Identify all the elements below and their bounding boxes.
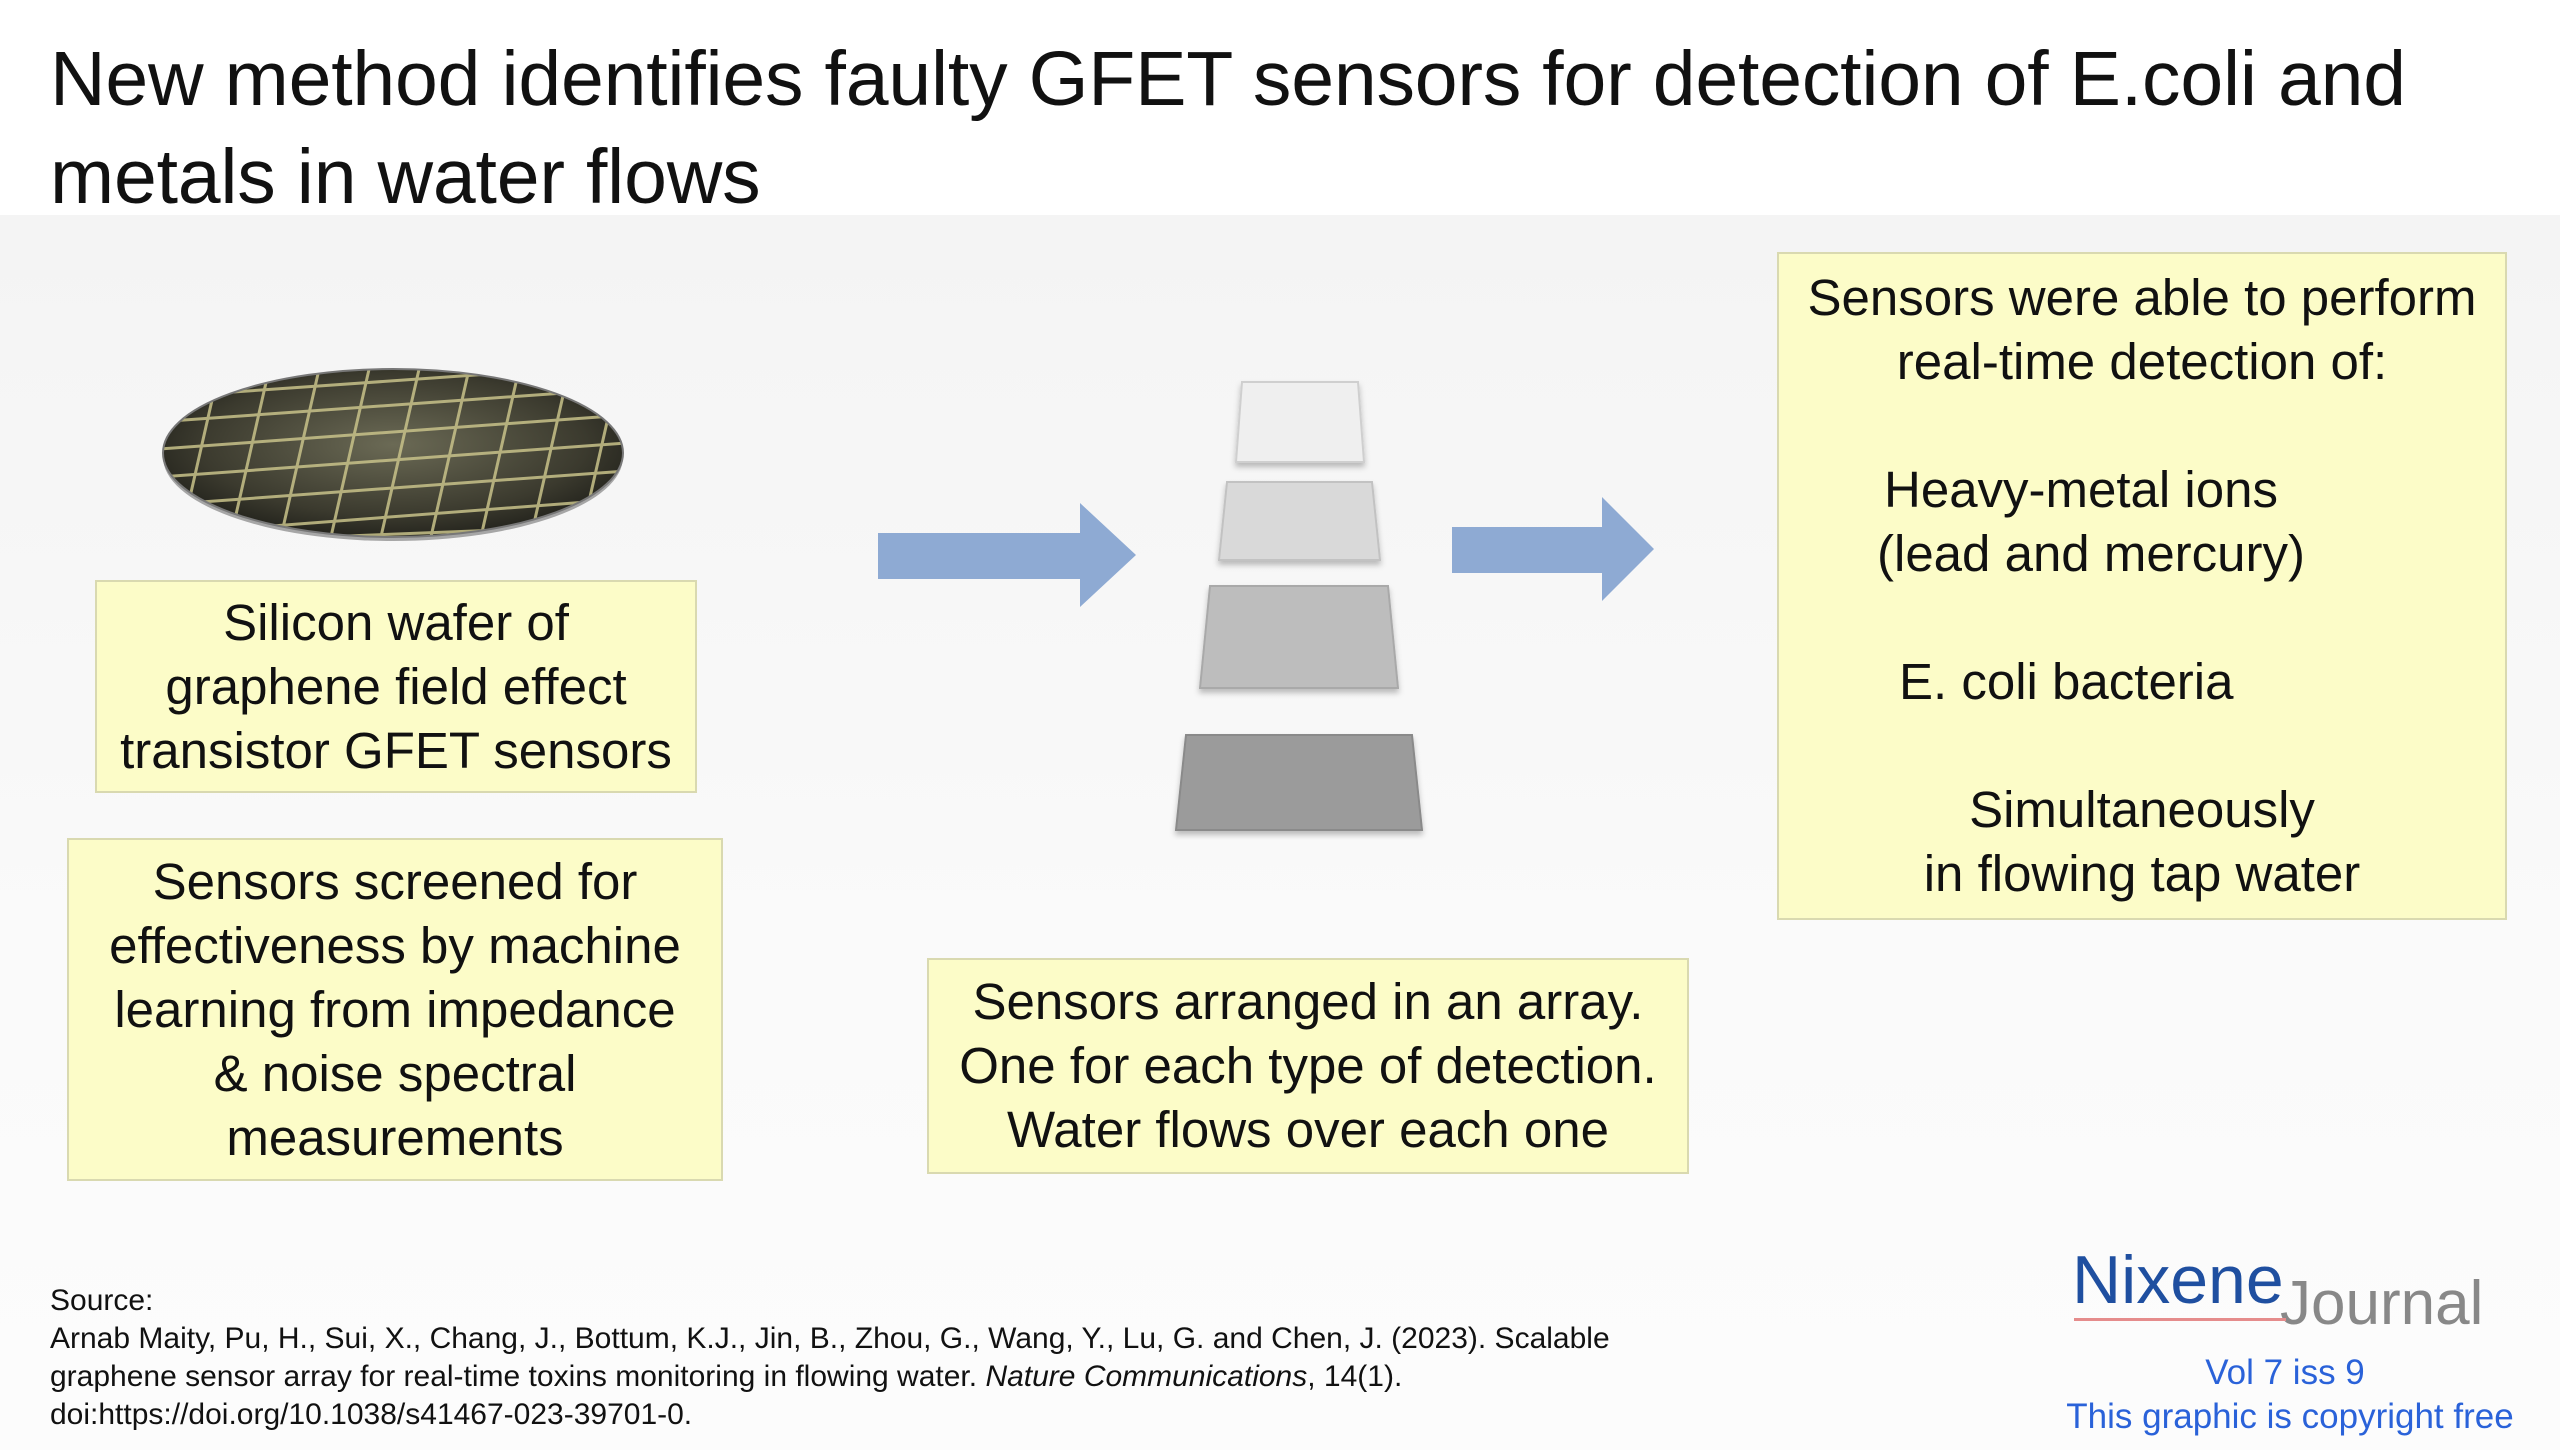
source-line-2-text: graphene sensor array for real-time toxi… bbox=[50, 1360, 986, 1393]
wafer-description-box: Silicon wafer of graphene field effect t… bbox=[95, 580, 697, 793]
brand-underline bbox=[2074, 1318, 2286, 1321]
detection-simultaneous-line-2: in flowing tap water bbox=[1923, 845, 2361, 902]
brand-name-secondary: Journal bbox=[2280, 1269, 2484, 1338]
right-arrow-icon bbox=[878, 503, 1136, 607]
source-line-2: graphene sensor array for real-time toxi… bbox=[50, 1358, 1750, 1396]
silicon-wafer-image bbox=[162, 368, 624, 541]
source-citation: Source: Arnab Maity, Pu, H., Sui, X., Ch… bbox=[50, 1282, 1750, 1434]
sensor-layer-3 bbox=[1198, 585, 1400, 689]
journal-name: Nature Communications bbox=[985, 1360, 1308, 1393]
volume-issue: Vol 7 iss 9 bbox=[2205, 1353, 2365, 1392]
source-line-2-volume: , 14(1). bbox=[1307, 1360, 1403, 1393]
detection-item-metals-line-1: Heavy-metal ions bbox=[1884, 461, 2278, 518]
copyright-note: This graphic is copyright free bbox=[2066, 1397, 2514, 1436]
array-description-box: Sensors arranged in an array. One for ea… bbox=[927, 958, 1689, 1174]
source-label: Source: bbox=[50, 1284, 154, 1317]
detection-simultaneous-line-1: Simultaneously bbox=[1969, 781, 2315, 838]
detection-intro-line-2: real-time detection of: bbox=[1896, 333, 2388, 390]
sensor-layer-1 bbox=[1234, 381, 1366, 463]
detection-results-box: Sensors were able to perform real-time d… bbox=[1777, 252, 2507, 920]
detection-intro-line-1: Sensors were able to perform bbox=[1807, 269, 2477, 326]
brand-name-primary: Nixene bbox=[2072, 1242, 2284, 1318]
page-title: New method identifies faulty GFET sensor… bbox=[50, 36, 2406, 220]
screening-description-box: Sensors screened for effectiveness by ma… bbox=[67, 838, 723, 1181]
sensor-layer-4 bbox=[1174, 734, 1424, 831]
right-arrow-icon bbox=[1452, 497, 1654, 601]
sensor-layer-2 bbox=[1217, 481, 1382, 561]
sensor-array-image bbox=[1174, 381, 1424, 831]
source-doi: doi:https://doi.org/10.1038/s41467-023-3… bbox=[50, 1398, 693, 1431]
detection-item-metals-line-2: (lead and mercury) bbox=[1877, 525, 2305, 582]
source-line-1: Arnab Maity, Pu, H., Sui, X., Chang, J.,… bbox=[50, 1322, 1610, 1355]
detection-item-ecoli: E. coli bacteria bbox=[1899, 653, 2234, 710]
nixene-journal-logo: Nixene Journal bbox=[2060, 1240, 2530, 1340]
